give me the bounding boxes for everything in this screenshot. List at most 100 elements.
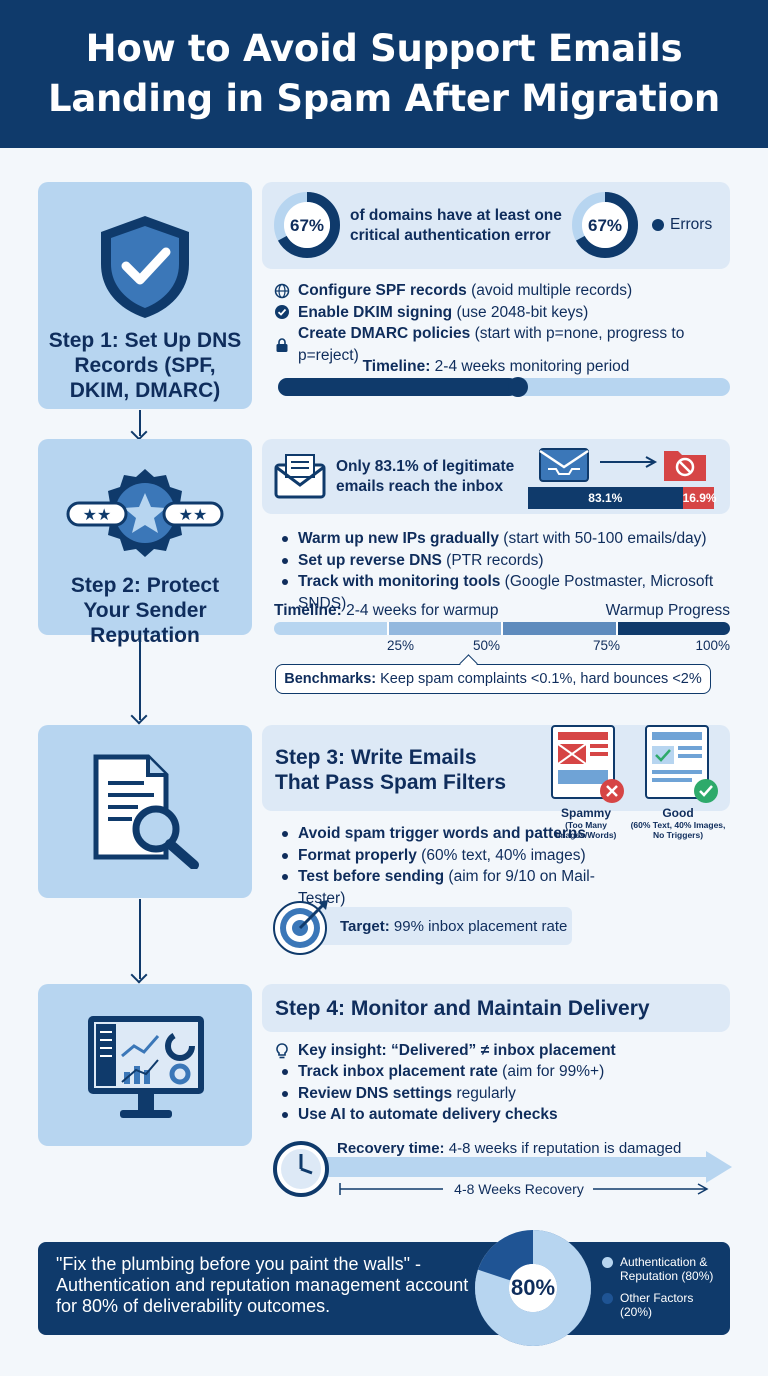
step3-item: Avoid spam trigger words and patterns [274, 823, 624, 845]
step3-item-2-bold: Format properly [298, 846, 417, 864]
step1-item-dmarc: Create DMARC policies (start with p=none… [274, 323, 734, 366]
footer-donut-value: 80% [510, 1275, 556, 1300]
benchmarks-label: Benchmarks: [284, 671, 377, 687]
footer-quote: "Fix the plumbing before you paint the w… [56, 1254, 476, 1317]
tick-100: 100% [695, 638, 730, 653]
target-box [300, 907, 572, 945]
step2-item-1-rest: (start with 50-100 emails/day) [498, 530, 707, 547]
step1-item-1-rest: (avoid multiple records) [466, 282, 633, 299]
step4-item-3-rest: regularly [452, 1084, 516, 1102]
good-email-icon [645, 725, 718, 803]
step1-list: Configure SPF records (avoid multiple re… [274, 280, 734, 366]
step2-stat-panel: Only 83.1% of legitimate emails reach th… [262, 439, 730, 514]
step3-item-3-bold: Test before sending [298, 868, 445, 885]
lightbulb-icon [276, 1042, 288, 1059]
good-note: (60% Text, 40% Images, No Triggers) [630, 820, 726, 840]
spammy-note: (Too Many Images/Words) [555, 820, 617, 840]
title-line-1: How to Avoid Support Emails [85, 27, 683, 70]
legend-auth: Authentication & Reputation (80%) [602, 1255, 728, 1283]
clock-icon [273, 1141, 329, 1197]
spam-segment: 16.9% [682, 487, 717, 509]
tick-25: 25% [386, 638, 414, 653]
footer-banner [38, 1242, 730, 1335]
step1-timeline-knob [507, 377, 528, 397]
warmup-seg-75 [501, 622, 616, 635]
step4-item: Track inbox placement rate (aim for 99%+… [274, 1061, 734, 1083]
recovery-text: Recovery time: 4-8 weeks if reputation i… [337, 1138, 681, 1159]
footer-legend: Authentication & Reputation (80%) Other … [602, 1255, 728, 1319]
recovery-arrow-band [300, 1151, 732, 1183]
step3-heading-line2: That Pass Spam Filters [275, 771, 507, 794]
step2-item-2-rest: (PTR records) [441, 551, 544, 569]
step2-item-1-bold: Warm up new IPs gradually [298, 530, 499, 547]
legend-other-label: Other Factors (20%) [620, 1291, 694, 1319]
step2-card: ★★ ★★ Step 2: Protect Your Sender Reputa… [38, 439, 252, 647]
step4-heading: Step 4: Monitor and Maintain Delivery [275, 997, 650, 1020]
step3-item: Test before sending (aim for 9/10 on Mai… [274, 866, 624, 909]
footer-body: Authentication and reputation management… [56, 1275, 469, 1316]
step1-timeline-label: Timeline: [362, 358, 431, 375]
step2-item: Set up reverse DNS (PTR records) [274, 550, 734, 572]
step4-card [38, 984, 252, 1146]
inbox-spam-bar: 83.1% 16.9% [528, 487, 717, 509]
step4-item-3-bold: Review DNS settings [298, 1084, 453, 1102]
warmup-ticks: 25% 50% 75% 100% [274, 638, 730, 656]
spammy-label: Spammy [560, 806, 612, 820]
step1-legend-dot [652, 219, 664, 231]
step3-list: Avoid spam trigger words and patterns Fo… [274, 823, 624, 909]
step1-timeline: Timeline: 2-4 weeks monitoring period [262, 356, 730, 377]
star-rating-badge-icon: ★★ ★★ [66, 469, 224, 557]
step3-item-3-rest: (aim for 9/10 on Mail-Tester) [298, 868, 595, 907]
step2-item: Warm up new IPs gradually (start with 50… [274, 528, 734, 550]
step1-donut-2-value: 67% [587, 216, 623, 235]
step2-timeline-label: Timeline: [274, 602, 342, 619]
step1-item-dkim: Enable DKIM signing (use 2048-bit keys) [274, 302, 734, 324]
step1-item-2-bold: Enable DKIM signing [298, 303, 453, 321]
warmup-seg-50 [386, 622, 501, 635]
step4-item-1-bold: Key insight: “Delivered” ≠ inbox placeme… [298, 1042, 616, 1059]
step1-item-spf: Configure SPF records (avoid multiple re… [274, 280, 734, 302]
step2-timeline-value: 2-4 weeks for warmup [341, 602, 499, 619]
arrow-2 [139, 636, 141, 720]
step4-item: Use AI to automate delivery checks [274, 1104, 734, 1126]
recovery-span-line [339, 1183, 709, 1195]
step1-item-3-rest: (start with p=none, progress to p=reject… [298, 325, 685, 364]
step1-item-2-rest: (use 2048-bit keys) [452, 303, 589, 321]
step3-heading: Step 3: Write Emails That Pass Spam Filt… [275, 745, 506, 795]
target-text: Target: 99% inbox placement rate [340, 916, 567, 937]
footer-quote-line: "Fix the plumbing before you paint the w… [56, 1254, 421, 1274]
step1-card: Step 1: Set Up DNS Records (SPF, DKIM, D… [38, 182, 252, 409]
warmup-progress-bar [274, 622, 730, 635]
arrow-right-icon [600, 456, 658, 468]
recovery-value: 4-8 weeks if reputation is damaged [444, 1140, 682, 1157]
globe-icon [274, 283, 290, 298]
step4-heading-panel: Step 4: Monitor and Maintain Delivery [262, 984, 730, 1032]
step1-donut-1 [274, 192, 340, 258]
shield-check-icon [101, 216, 189, 318]
recovery-label: Recovery time: [337, 1140, 445, 1157]
inbox-segment: 83.1% [528, 487, 683, 509]
warmup-seg-100 [615, 622, 730, 635]
step4-item-4-bold: Use AI to automate delivery checks [298, 1106, 558, 1123]
step1-donut-2 [572, 192, 638, 258]
step4-item-insight: Key insight: “Delivered” ≠ inbox placeme… [274, 1040, 734, 1062]
arrow-3 [139, 899, 141, 979]
step1-timeline-fill [278, 378, 518, 396]
title-line-2: Landing in Spam After Migration [48, 77, 720, 120]
step4-list: Key insight: “Delivered” ≠ inbox placeme… [274, 1040, 734, 1062]
step4-item-2-rest: (aim for 99%+) [497, 1063, 605, 1080]
spammy-caption: Spammy (Too Many Images/Words) [546, 806, 626, 840]
step2-item-2-bold: Set up reverse DNS [298, 551, 442, 569]
step3-heading-line1: Step 3: Write Emails [275, 746, 477, 769]
step3-item-2-rest: (60% text, 40% images) [416, 846, 586, 864]
step2-label: Step 2: Protect Your Sender Reputation [70, 574, 220, 647]
step1-label: Step 1: Set Up DNS Records (SPF, DKIM, D… [48, 329, 242, 402]
step1-stat-text: of domains have at least one critical au… [350, 207, 562, 244]
svg-text:★★: ★★ [83, 505, 112, 524]
step1-timeline-track [278, 377, 730, 397]
step1-timeline-value: 2-4 weeks monitoring period [430, 358, 630, 375]
badge-check-icon [275, 305, 289, 320]
step4-bullets: Track inbox placement rate (aim for 99%+… [274, 1061, 734, 1126]
legend-other: Other Factors (20%) [602, 1291, 728, 1319]
tick-75: 75% [592, 638, 620, 653]
